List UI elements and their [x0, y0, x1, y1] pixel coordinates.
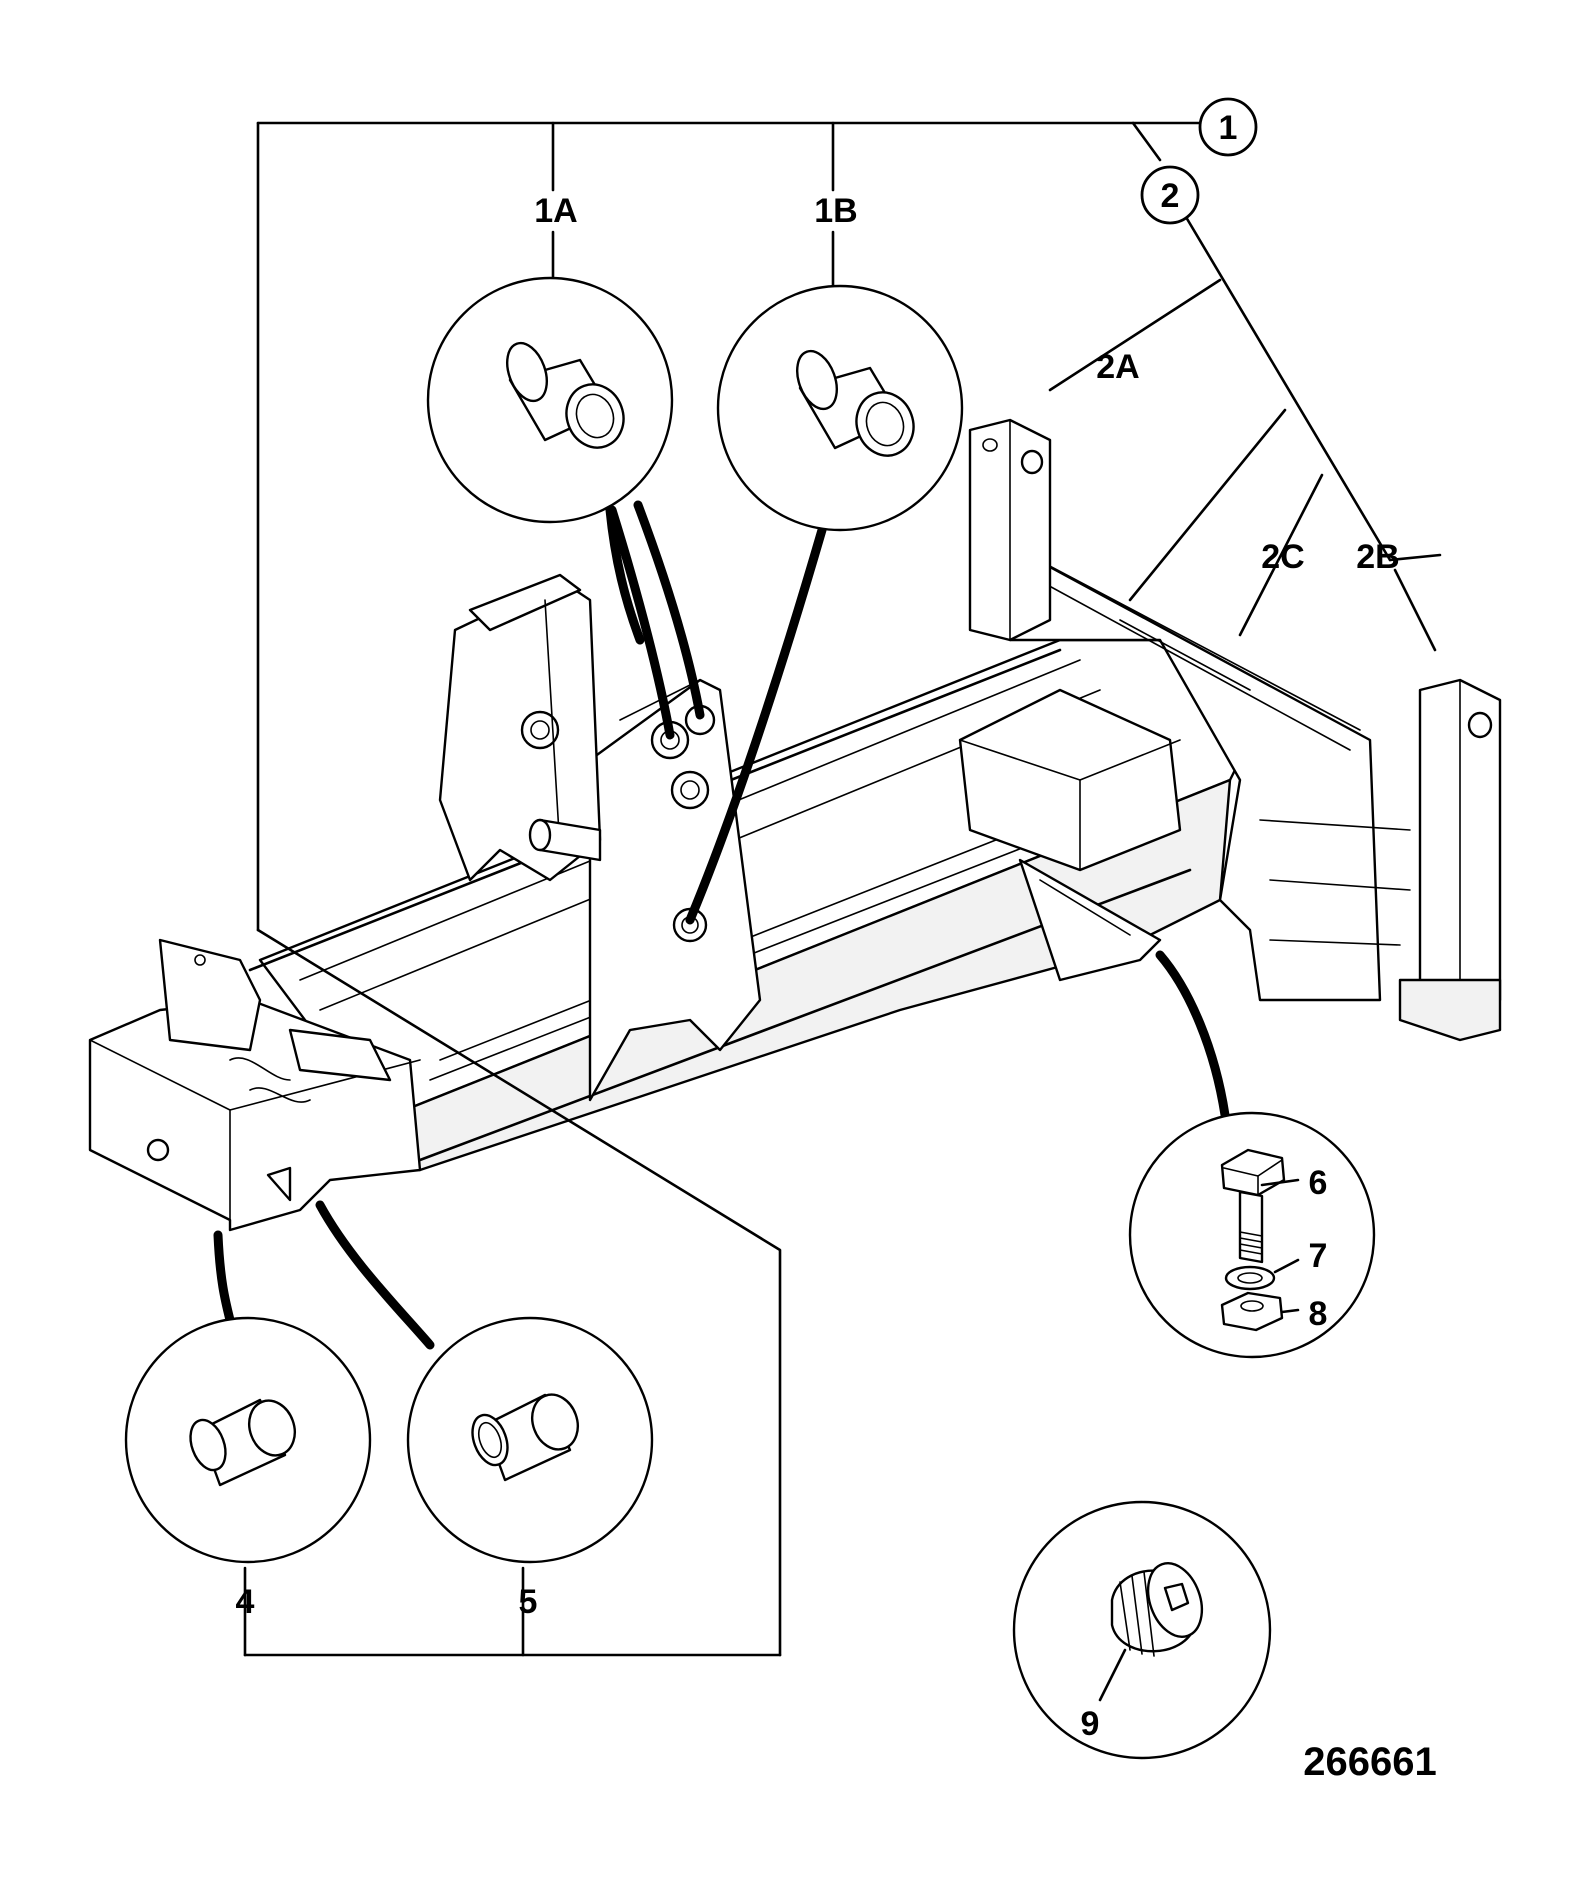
label-8: 8 [1309, 1295, 1328, 1333]
label-6: 6 [1309, 1164, 1328, 1202]
label-2: 2 [1161, 177, 1180, 215]
label-2a: 2A [1096, 348, 1139, 386]
label-1: 1 [1219, 109, 1238, 147]
label-4: 4 [236, 1583, 255, 1621]
callout-circle-2 [1140, 165, 1200, 225]
detail-bubble-9 [1012, 1500, 1272, 1760]
label-1a: 1A [534, 192, 577, 230]
detail-bubble-bolt-set [1128, 1111, 1376, 1359]
callout-leaders [213, 121, 1442, 1657]
drawing-reference-number: 266661 [1303, 1740, 1436, 1784]
callout-circle-1 [1198, 97, 1258, 157]
detail-bubble-4 [124, 1316, 372, 1564]
detail-bubble-5 [406, 1316, 654, 1564]
label-2b: 2B [1356, 538, 1399, 576]
detail-bubble-1a [426, 276, 674, 524]
label-5: 5 [519, 1583, 538, 1621]
chassis-frame [88, 418, 1502, 1232]
label-7: 7 [1309, 1237, 1328, 1275]
label-2c: 2C [1261, 538, 1304, 576]
label-1b: 1B [814, 192, 857, 230]
label-9: 9 [1081, 1705, 1100, 1743]
detail-bubble-1b [716, 284, 964, 532]
